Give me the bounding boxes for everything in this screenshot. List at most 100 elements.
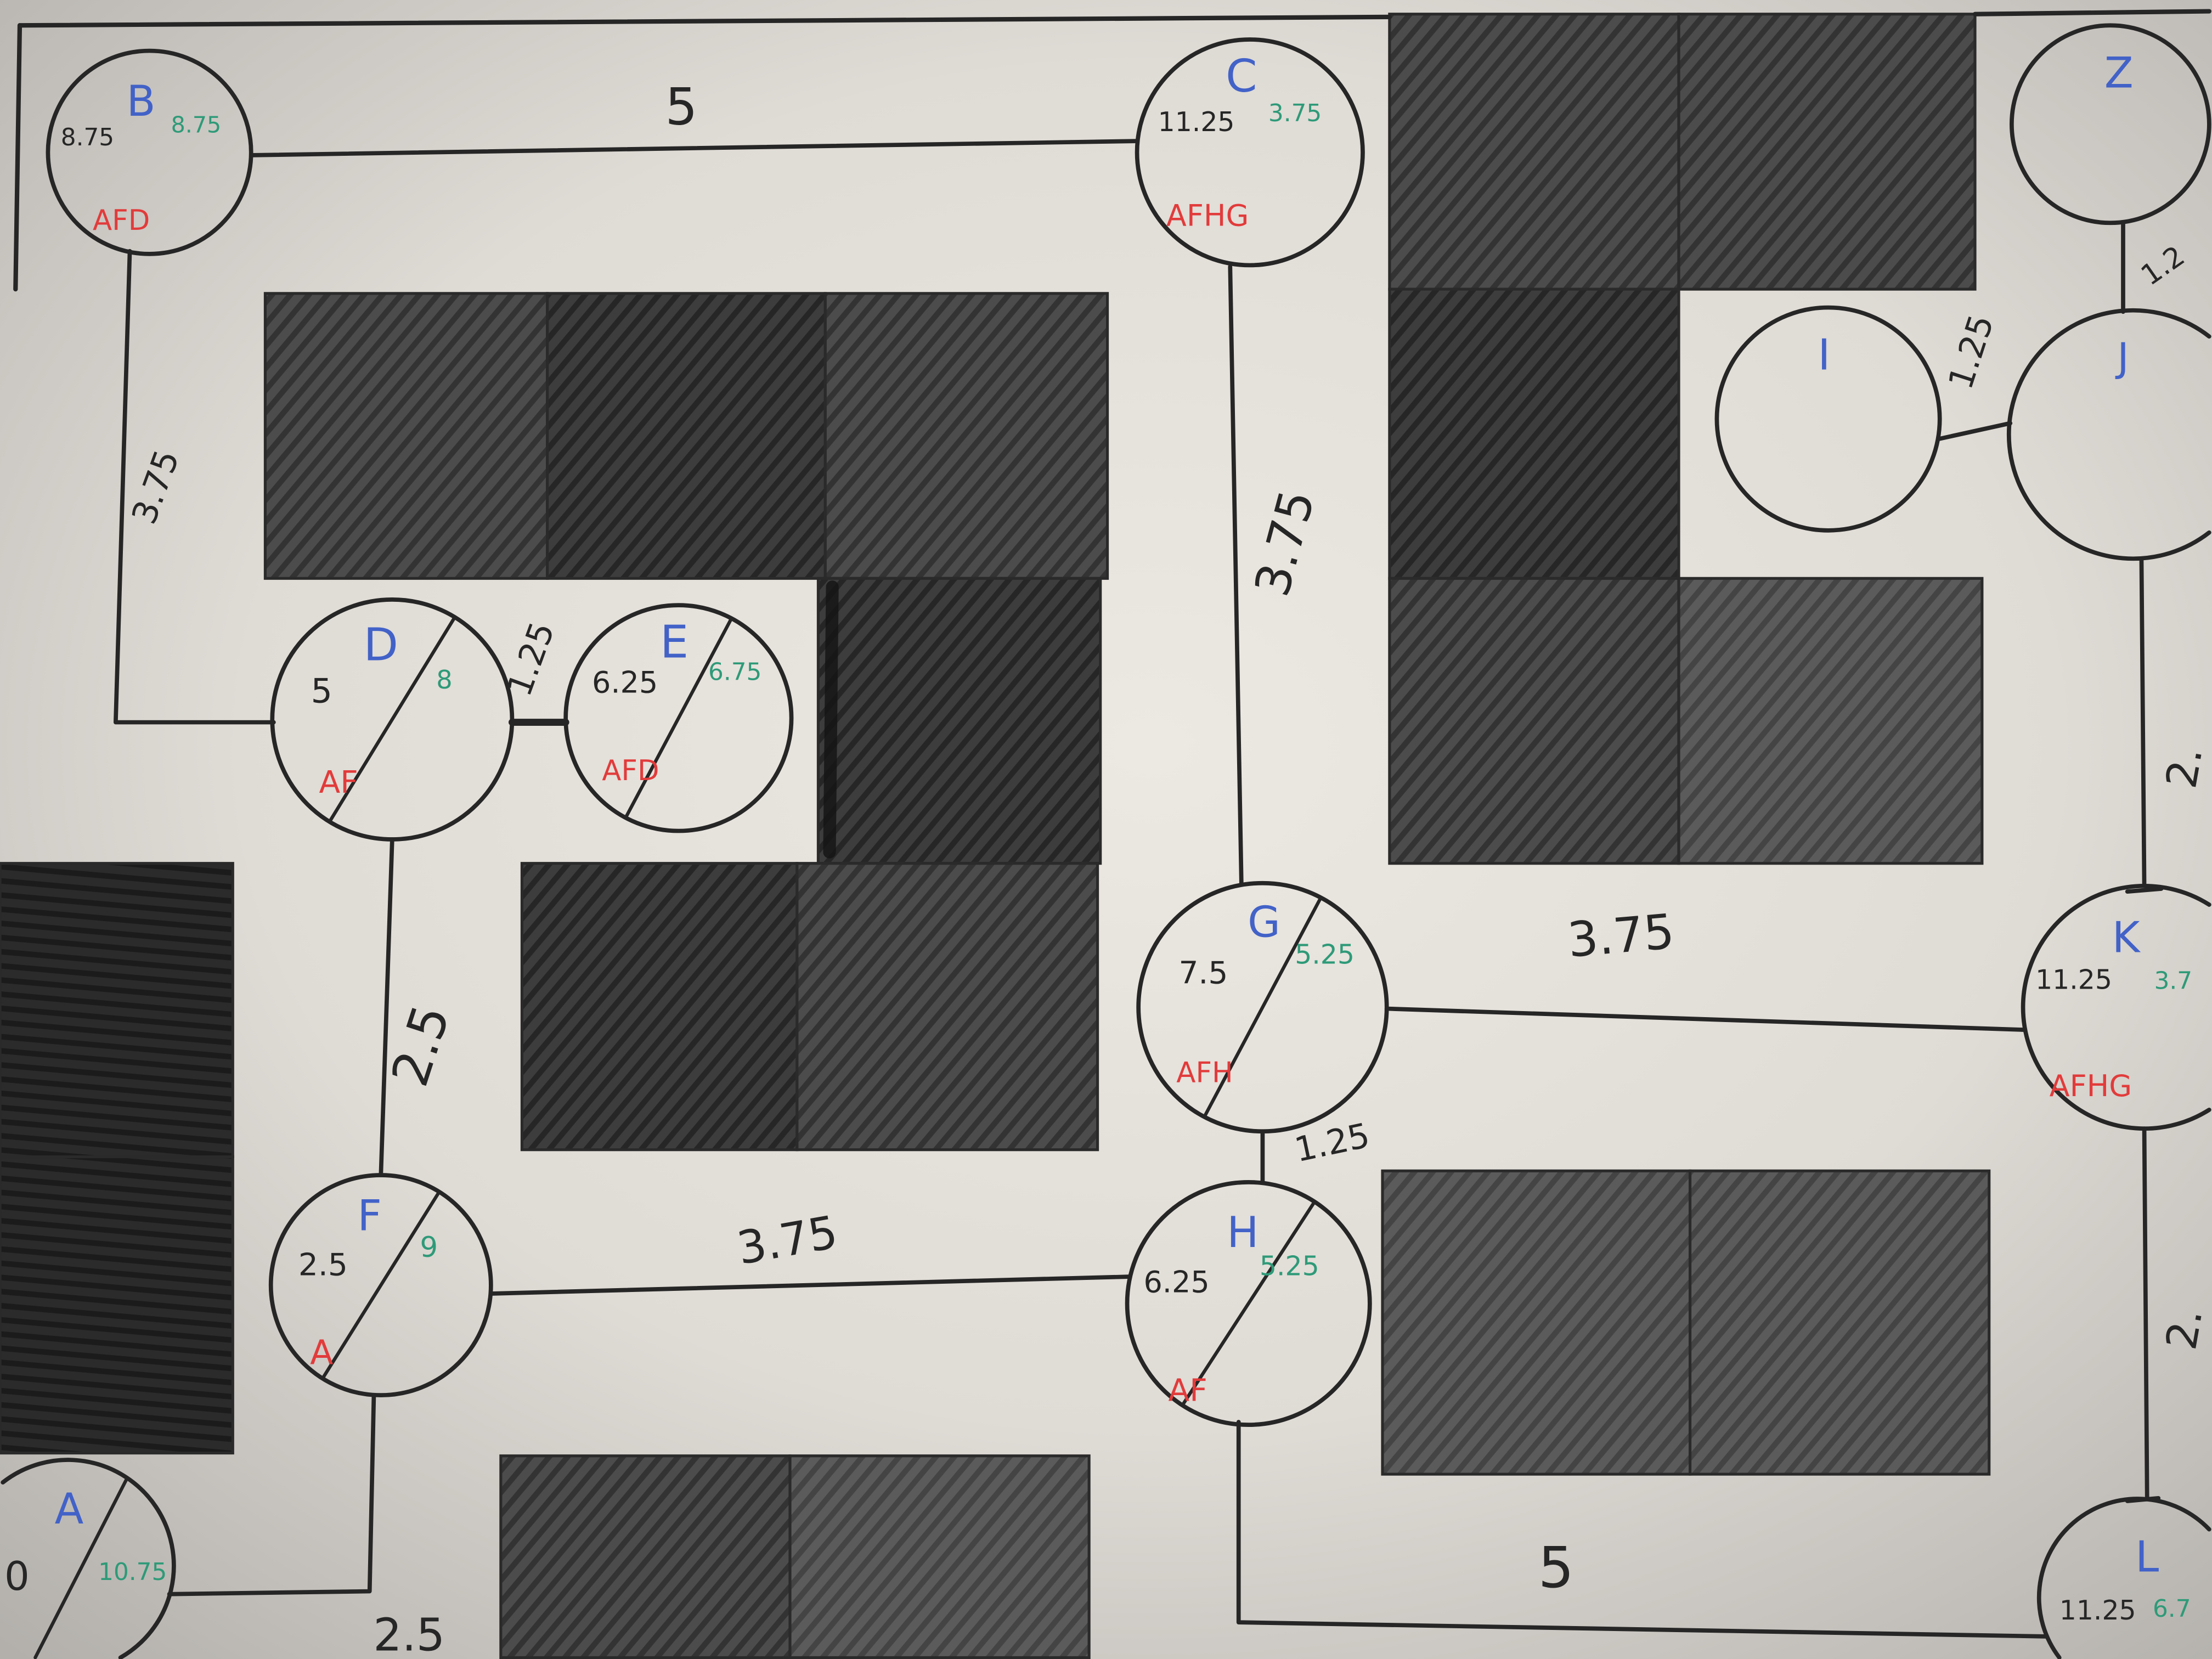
- node-j-circle: [2006, 308, 2211, 561]
- node-l-label: L: [2135, 1533, 2159, 1582]
- edges: [114, 139, 2164, 1639]
- node-e-closed-slash: [624, 617, 733, 820]
- node-l: L 11.25 6.7: [2036, 1497, 2211, 1659]
- node-h-circle: [1125, 1180, 1372, 1427]
- node-l-h-cost: 6.7: [2153, 1595, 2191, 1623]
- obstacle-cell: [1689, 1169, 1991, 1476]
- node-f-h-cost: 9: [420, 1231, 438, 1264]
- obstacle-cell: [0, 1155, 234, 1455]
- obstacle-cell: [823, 292, 1109, 580]
- page-border-left: [13, 23, 22, 292]
- page-border-top: [17, 9, 2211, 28]
- node-a-circle: [1, 1458, 176, 1659]
- node-d-path: AF: [319, 764, 358, 800]
- node-h-closed-slash: [1181, 1200, 1317, 1407]
- node-i: I: [1714, 305, 1942, 533]
- node-b-g-cost: 8.75: [61, 123, 114, 151]
- edge-c-g: [1228, 264, 1244, 887]
- node-b-path: AFD: [93, 204, 150, 237]
- obstacle-cell: [0, 862, 234, 1159]
- edge-k-l: [2142, 1126, 2149, 1500]
- node-c-h-cost: 3.75: [1268, 99, 1322, 127]
- node-h: H 6.25 5.25 AF: [1125, 1180, 1372, 1427]
- node-g: G 7.5 5.25 AFH: [1136, 881, 1389, 1134]
- node-g-circle: [1136, 881, 1389, 1134]
- node-d-label: D: [364, 619, 398, 671]
- node-e-path: AFD: [602, 754, 659, 787]
- node-a-closed-slash: [33, 1476, 129, 1659]
- obstacle-cell: [1677, 13, 1977, 291]
- node-d-h-cost: 8: [436, 665, 452, 695]
- node-e-label: E: [660, 616, 689, 668]
- edge-g-k: [1384, 1006, 2027, 1032]
- node-k-path: AFHG: [2050, 1069, 2132, 1103]
- node-d: D 5 8 AF: [270, 597, 515, 842]
- edge-i-j: [1937, 421, 2013, 441]
- edge-f-a-weight: 2.5: [373, 1610, 445, 1659]
- edge-b-d: [114, 249, 276, 725]
- edge-j-k: [2139, 556, 2147, 888]
- node-g-path: AFH: [1176, 1056, 1233, 1089]
- obstacle-cell: [1381, 1169, 1692, 1476]
- node-g-closed-slash: [1203, 896, 1323, 1119]
- node-a: A 0 10.75: [1, 1458, 176, 1659]
- obstacle-cell: [788, 1454, 1091, 1659]
- node-c-g-cost: 11.25: [1158, 106, 1235, 138]
- node-b-label: B: [127, 77, 156, 126]
- obstacle-cell: [1388, 287, 1680, 580]
- node-z: Z: [2010, 23, 2211, 225]
- obstacle-cell: [1677, 577, 1984, 865]
- node-c-path: AFHG: [1166, 198, 1249, 233]
- node-k: K 11.25 3.7 AFHG: [2021, 884, 2211, 1131]
- edge-g-k-weight: 3.75: [1565, 904, 1677, 969]
- node-c-label: C: [1226, 50, 1257, 103]
- node-c: C 11.25 3.75 AFHG: [1135, 37, 1365, 268]
- node-f: F 2.5 9 A: [268, 1173, 493, 1398]
- node-i-label: I: [1818, 331, 1830, 380]
- node-e: E 6.25 6.75 AFD: [563, 603, 794, 833]
- node-h-label: H: [1227, 1208, 1259, 1257]
- node-k-h-cost: 3.7: [2154, 967, 2193, 995]
- node-f-label: F: [358, 1191, 382, 1240]
- obstacle-cell: [263, 292, 549, 580]
- edge-j-k-weight: 2.: [2157, 743, 2212, 792]
- node-j-label: J: [2115, 334, 2129, 380]
- obstacle-cell: [1388, 577, 1680, 865]
- node-b-h-cost: 8.75: [171, 112, 222, 138]
- obstacle-cell: [546, 292, 827, 580]
- edge-b-c: [250, 139, 1139, 157]
- node-j: J: [2006, 308, 2211, 561]
- node-g-label: G: [1248, 898, 1280, 947]
- edge-b-c-weight: 5: [665, 77, 698, 136]
- node-c-circle: [1135, 37, 1365, 268]
- node-f-path: A: [310, 1333, 333, 1373]
- edge-tick-k: [2125, 887, 2164, 894]
- node-b: B 8.75 8.75 AFD: [46, 48, 253, 256]
- obstacle-cell: [816, 577, 1102, 865]
- node-z-circle: [2010, 23, 2211, 225]
- node-g-h-cost: 5.25: [1295, 939, 1355, 970]
- edge-weights: 5 3.75 3.75 1.25 2.5 3.75 2.5 3.75 1.25 …: [124, 77, 2212, 1659]
- obstacle-shading-stroke: [823, 580, 839, 859]
- edge-h-l: [1236, 1420, 2048, 1639]
- node-l-g-cost: 11.25: [2059, 1595, 2136, 1626]
- obstacle-cell: [499, 1454, 792, 1659]
- obstacle-cell: [1388, 13, 1680, 291]
- node-h-path: AF: [1169, 1372, 1207, 1408]
- node-f-circle: [268, 1173, 493, 1398]
- node-d-g-cost: 5: [311, 672, 332, 711]
- edge-k-l-weight: 2.: [2157, 1305, 2212, 1353]
- edge-f-h: [489, 1274, 1131, 1296]
- node-h-g-cost: 6.25: [1143, 1265, 1209, 1299]
- node-e-g-cost: 6.25: [592, 665, 658, 700]
- node-d-circle: [270, 597, 515, 842]
- node-k-g-cost: 11.25: [2035, 964, 2112, 996]
- node-g-g-cost: 7.5: [1178, 955, 1228, 991]
- node-k-label: K: [2112, 913, 2141, 963]
- edge-h-l-weight: 5: [1538, 1536, 1574, 1601]
- node-a-h-cost: 10.75: [98, 1558, 167, 1586]
- node-e-h-cost: 6.75: [708, 658, 761, 686]
- node-b-circle: [46, 48, 253, 256]
- edge-f-a: [167, 1393, 376, 1596]
